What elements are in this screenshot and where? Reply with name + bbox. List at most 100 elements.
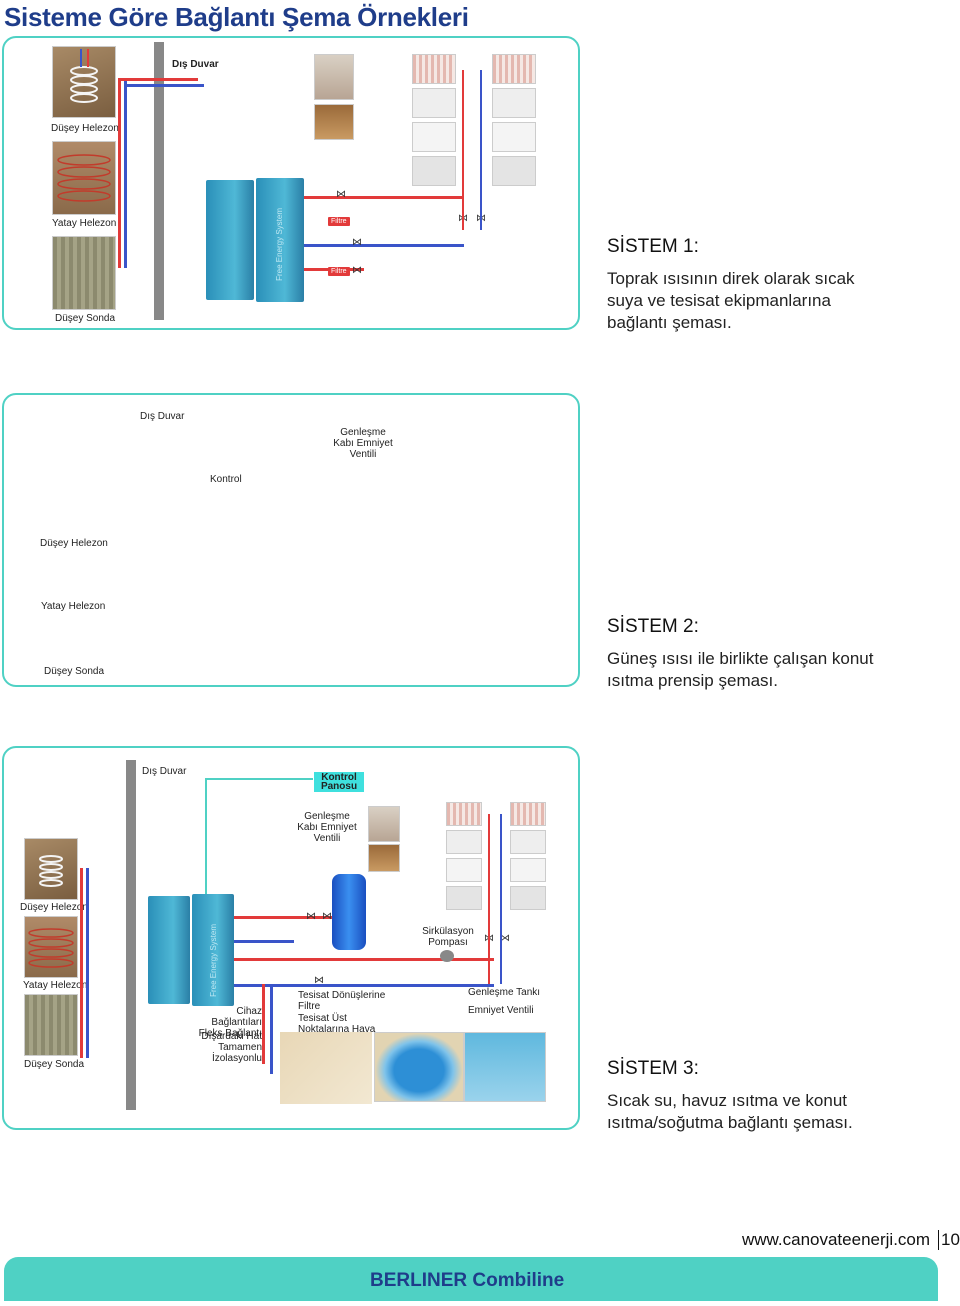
s3-fancoil-2 (510, 858, 546, 882)
s3-control-panel: Kontrol Panosu (314, 772, 364, 792)
s1-tap-photo (314, 104, 354, 140)
s3-return-pipe (234, 940, 294, 943)
s1-floor-heating-1 (412, 54, 456, 84)
s3-cassette-2 (510, 830, 546, 854)
coil-icon (70, 49, 98, 103)
s3-outer-wall (126, 760, 136, 1110)
s1-filter-1: Filtre (328, 217, 350, 226)
s1-horizontal-coil-photo (52, 141, 116, 215)
s2-vertical-probe-label: Düşey Sonda (44, 666, 105, 677)
valve-icon: ⋈ (352, 265, 362, 276)
s3-return-pipe-2 (234, 984, 494, 987)
s3-fancoil-1 (446, 858, 482, 882)
s3-pool-pipe (262, 984, 265, 1064)
s3-riser-cold (500, 814, 502, 984)
s1-unit-text: Free Energy System (275, 208, 285, 281)
s3-heat-pump-unit-1 (148, 896, 190, 1004)
s1-heading: SİSTEM 1: (607, 236, 699, 257)
s1-cold-pipe-h (124, 84, 204, 87)
s1-hot-pipe-v (118, 78, 121, 268)
s1-vertical-probe-photo (52, 236, 116, 310)
s3-safety-valve-label: Emniyet Ventili (468, 1005, 534, 1016)
s3-device-conn-label: Cihaz Bağlantıları Fleks Bağlantı (198, 1006, 262, 1039)
s1-horizontal-coil-label: Yatay Helezon (52, 218, 117, 229)
s1-shower-photo (314, 54, 354, 100)
page-number: 10 (938, 1230, 960, 1250)
s3-shower-photo (368, 806, 400, 842)
s3-cold-pipe-v (86, 868, 89, 1058)
s2-vertical-coil-label: Düşey Helezon (40, 538, 108, 549)
footer-bar (4, 1257, 938, 1301)
coil-icon (39, 855, 63, 887)
s3-vertical-coil-label: Düşey Helezon (20, 902, 88, 913)
s3-supply-pipe (234, 916, 334, 919)
s1-filter-2: Filtre (328, 267, 350, 276)
s1-vertical-coil-label: Düşey Helezon (51, 123, 119, 134)
s3-riser-hot (488, 814, 490, 984)
s3-return-filter-label: Tesisat Dönüşlerine Filtre (298, 990, 386, 1012)
s3-swimmer-photo (464, 1032, 546, 1102)
s3-hot-pipe-v (80, 868, 83, 1058)
s1-supply-pipe (304, 196, 464, 199)
s1-radiator-2 (492, 156, 536, 186)
s3-circ-pump-label: Sirkülasyon Pompası (422, 926, 474, 948)
valve-icon: ⋈ (352, 237, 362, 248)
s1-fancoil-2 (492, 122, 536, 152)
s3-tap-photo (368, 844, 400, 872)
s1-hot-pipe-h (118, 78, 198, 81)
s1-vertical-probe-label: Düşey Sonda (55, 313, 116, 324)
s2-horizontal-coil-label: Yatay Helezon (41, 601, 106, 612)
s3-outside-line-label: Dışardaki Hat Tamamen İzolasyonlu (201, 1031, 262, 1064)
valve-icon: ⋈ (322, 911, 332, 922)
valve-icon: ⋈ (314, 975, 324, 986)
s3-expansion-label: Genleşme Kabı Emniyet Ventili (297, 811, 357, 844)
s3-heat-pump-unit-2: Free Energy System (192, 894, 234, 1006)
s3-pool-photo (374, 1032, 464, 1102)
s3-control-line-h (205, 778, 313, 780)
page-title: Sisteme Göre Bağlantı Şema Örnekleri (4, 2, 469, 32)
horizontal-coil-icon (57, 154, 111, 202)
s3-floor-heating-1 (446, 802, 482, 826)
footer-brand: BERLINER Combiline (370, 1270, 565, 1291)
s3-supply-pipe-2 (234, 958, 494, 961)
system2-panel (2, 393, 580, 687)
s3-hot-water-tank (332, 874, 366, 950)
s3-pool-equipment-photo (280, 1032, 372, 1104)
s1-radiator-1 (412, 156, 456, 186)
s3-pool-pipe-2 (270, 984, 273, 1074)
s1-fancoil-1 (412, 122, 456, 152)
s3-vertical-coil-photo (24, 838, 78, 900)
s2-control-label: Kontrol (210, 474, 242, 485)
s1-cold-pipe-v (124, 78, 127, 268)
s1-heat-pump-unit-1 (206, 180, 254, 300)
s1-description: Toprak ısısının direk olarak sıcak suya … (607, 269, 855, 332)
valve-icon: ⋈ (306, 911, 316, 922)
horizontal-coil-icon (28, 928, 74, 968)
s1-riser-hot (462, 70, 464, 230)
s3-radiator-2 (510, 886, 546, 910)
s3-floor-heating-2 (510, 802, 546, 826)
s3-description: Sıcak su, havuz ısıtma ve konut ısıtma/s… (607, 1091, 853, 1132)
s1-cassette-1 (412, 88, 456, 118)
pump-icon (440, 950, 454, 962)
s1-outer-wall (154, 42, 164, 320)
s3-horizontal-coil-label: Yatay Helezon (23, 980, 88, 991)
s1-riser-cold (480, 70, 482, 230)
s1-heat-pump-unit-2: Free Energy System (256, 178, 304, 302)
s2-wall-label: Dış Duvar (140, 411, 185, 422)
valve-icon: ⋈ (336, 189, 346, 200)
footer-url[interactable]: www.canovateenerji.com (742, 1230, 931, 1249)
s3-wall-label: Dış Duvar (142, 766, 187, 777)
s3-control-line-v (205, 778, 207, 896)
s3-horizontal-coil-photo (24, 916, 78, 978)
s3-vertical-probe-photo (24, 994, 78, 1056)
s3-vertical-probe-label: Düşey Sonda (24, 1059, 85, 1070)
s2-expansion-label: Genleşme Kabı Emniyet Ventili (333, 427, 393, 460)
s1-wall-label: Dış Duvar (172, 59, 219, 70)
s3-unit-text: Free Energy System (208, 924, 218, 997)
s2-heading: SİSTEM 2: (607, 616, 699, 637)
s3-exp-tank-label: Genleşme Tankı (468, 987, 541, 998)
s3-heading: SİSTEM 3: (607, 1058, 699, 1079)
s2-description: Güneş ısısı ile birlikte çalışan konut ı… (607, 649, 874, 690)
s3-cassette-1 (446, 830, 482, 854)
